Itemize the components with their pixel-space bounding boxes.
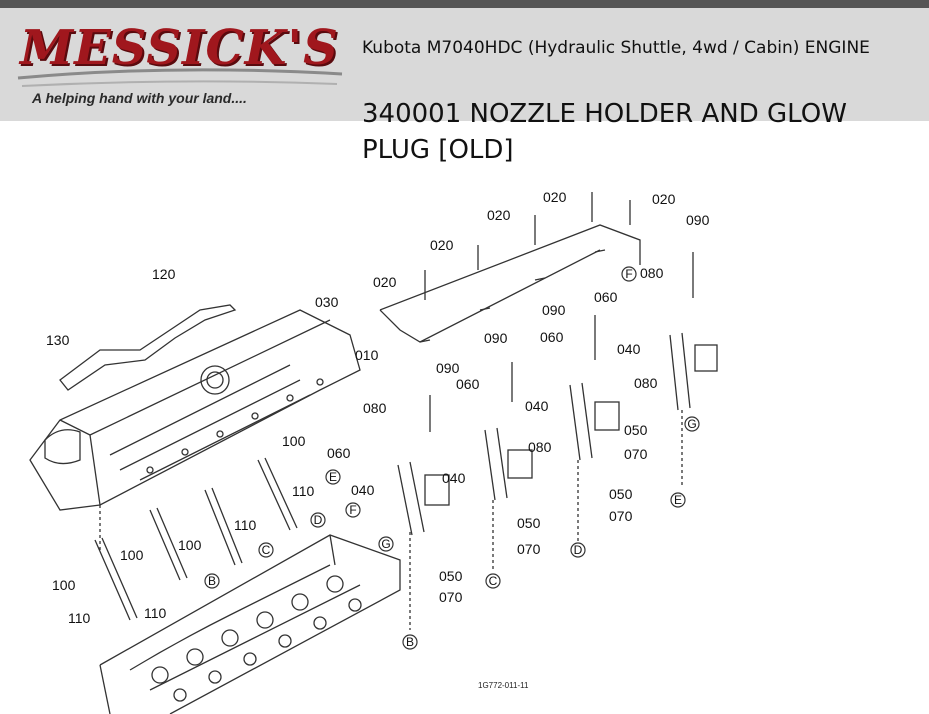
callout-100[interactable]: 100: [178, 537, 202, 553]
callout-010[interactable]: 010: [355, 347, 379, 363]
svg-text:F: F: [349, 503, 356, 517]
top-bar: [0, 0, 929, 8]
marker-e-cylinder[interactable]: E: [325, 469, 341, 485]
callout-050[interactable]: 050: [609, 486, 633, 502]
callout-040[interactable]: 040: [617, 341, 641, 357]
callout-060[interactable]: 060: [327, 445, 351, 461]
callout-090[interactable]: 090: [484, 330, 508, 346]
parts-diagram: 020 020 020 020 020 120 130 030 010 090 …: [0, 170, 752, 714]
marker-c-cylinder[interactable]: C: [258, 542, 274, 558]
marker-f-cylinder[interactable]: F: [345, 502, 361, 518]
callout-070[interactable]: 070: [609, 508, 633, 524]
svg-text:E: E: [329, 470, 337, 484]
callout-070[interactable]: 070: [624, 446, 648, 462]
callout-130[interactable]: 130: [46, 332, 70, 348]
callout-040[interactable]: 040: [525, 398, 549, 414]
callout-080[interactable]: 080: [363, 400, 387, 416]
svg-text:G: G: [687, 417, 696, 431]
callout-050[interactable]: 050: [439, 568, 463, 584]
callout-080[interactable]: 080: [640, 265, 664, 281]
callout-090[interactable]: 090: [436, 360, 460, 376]
callout-070[interactable]: 070: [517, 541, 541, 557]
marker-d-nozzle[interactable]: D: [570, 542, 586, 558]
part-callouts: 020 020 020 020 020 120 130 030 010 090 …: [46, 189, 710, 626]
engine-line-art: [29, 192, 718, 714]
marker-b-nozzle[interactable]: B: [402, 634, 418, 650]
callout-020[interactable]: 020: [487, 207, 511, 223]
svg-text:D: D: [314, 513, 323, 527]
callout-060[interactable]: 060: [456, 376, 480, 392]
logo-tagline: A helping hand with your land....: [32, 90, 247, 106]
callout-050[interactable]: 050: [624, 422, 648, 438]
callout-090[interactable]: 090: [686, 212, 710, 228]
callout-110[interactable]: 110: [144, 605, 167, 621]
marker-e-nozzle[interactable]: E: [670, 492, 686, 508]
callout-070[interactable]: 070: [439, 589, 463, 605]
callout-110[interactable]: 110: [68, 610, 91, 626]
svg-text:B: B: [406, 635, 414, 649]
reference-markers: B C D E F G B C D E F G: [204, 266, 700, 650]
marker-c-nozzle[interactable]: C: [485, 573, 501, 589]
machine-subtitle: Kubota M7040HDC (Hydraulic Shuttle, 4wd …: [362, 38, 870, 58]
svg-text:C: C: [262, 543, 271, 557]
svg-text:C: C: [489, 574, 498, 588]
callout-100[interactable]: 100: [52, 577, 76, 593]
header-banner: [0, 8, 929, 121]
drawing-number: 1G772-011-11: [478, 681, 529, 690]
callout-060[interactable]: 060: [594, 289, 618, 305]
callout-060[interactable]: 060: [540, 329, 564, 345]
callout-020[interactable]: 020: [430, 237, 454, 253]
svg-text:D: D: [574, 543, 583, 557]
marker-g-nozzle[interactable]: G: [684, 416, 700, 432]
callout-020[interactable]: 020: [652, 191, 676, 207]
svg-text:F: F: [625, 267, 632, 281]
callout-100[interactable]: 100: [282, 433, 306, 449]
logo-text: MESSICK'S: [20, 20, 339, 76]
callout-080[interactable]: 080: [528, 439, 552, 455]
logo-swoosh: [17, 68, 343, 87]
marker-d-cylinder[interactable]: D: [310, 512, 326, 528]
svg-text:G: G: [381, 537, 390, 551]
page-title: 340001 NOZZLE HOLDER AND GLOW PLUG [OLD]: [362, 99, 847, 165]
svg-text:B: B: [208, 574, 216, 588]
marker-g-cylinder[interactable]: G: [378, 536, 394, 552]
callout-050[interactable]: 050: [517, 515, 541, 531]
callout-030[interactable]: 030: [315, 294, 339, 310]
callout-090[interactable]: 090: [542, 302, 566, 318]
callout-040[interactable]: 040: [442, 470, 466, 486]
callout-020[interactable]: 020: [543, 189, 567, 205]
callout-020[interactable]: 020: [373, 274, 397, 290]
messicks-logo[interactable]: [12, 16, 352, 114]
marker-f-pipe[interactable]: F: [621, 266, 637, 282]
callout-110[interactable]: 110: [234, 517, 257, 533]
callout-040[interactable]: 040: [351, 482, 375, 498]
callout-120[interactable]: 120: [152, 266, 176, 282]
callout-080[interactable]: 080: [634, 375, 658, 391]
marker-b-cylinder[interactable]: B: [204, 573, 220, 589]
svg-text:E: E: [674, 493, 682, 507]
callout-100[interactable]: 100: [120, 547, 144, 563]
callout-110[interactable]: 110: [292, 483, 315, 499]
